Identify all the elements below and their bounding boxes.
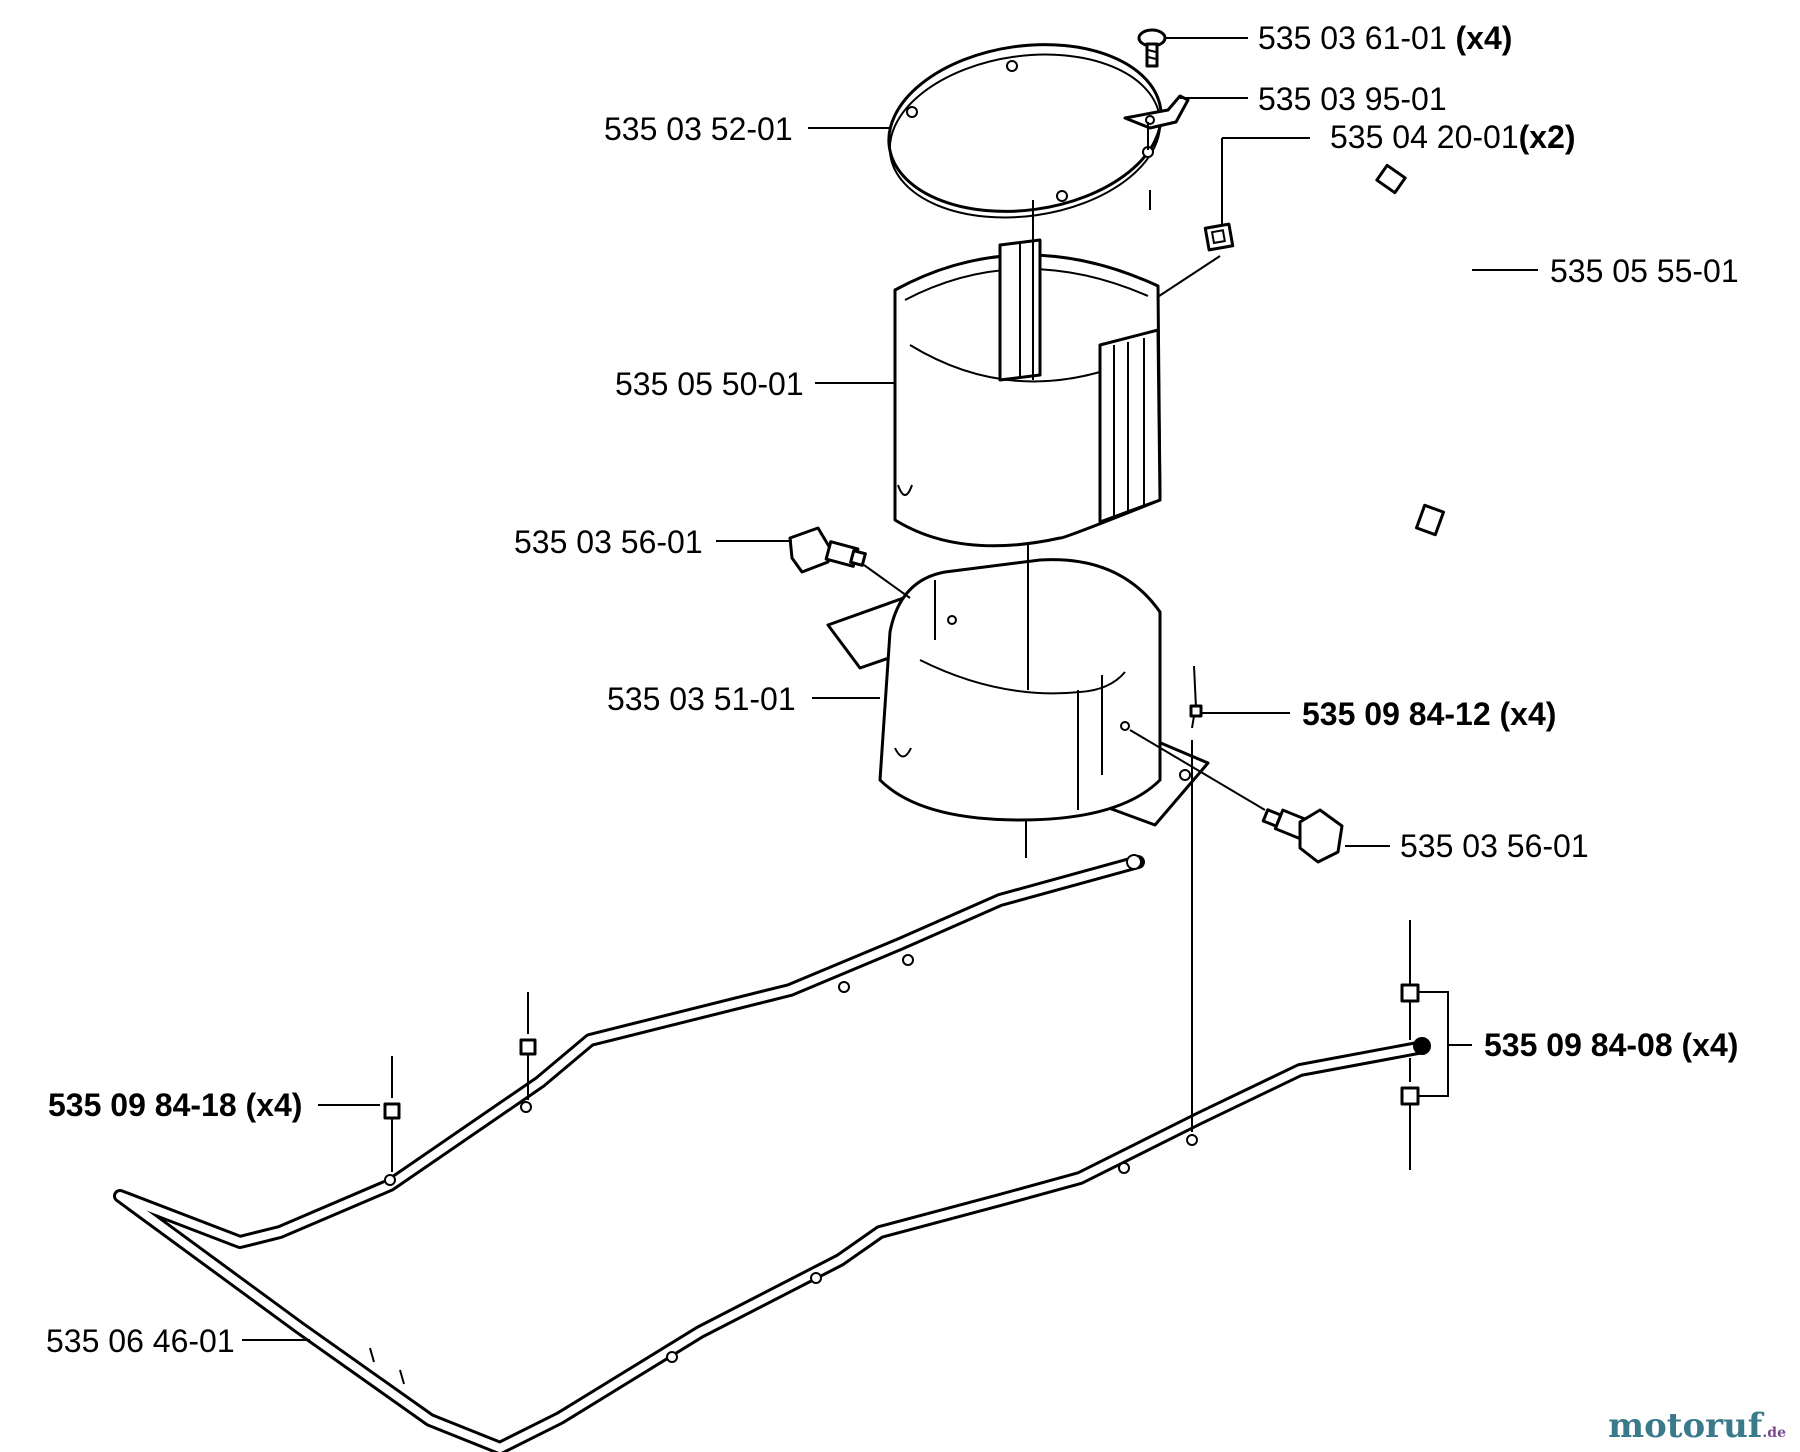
part-labels: 535 03 61-01 (x4) 535 03 95-01 535 04 20… [46, 20, 1739, 1359]
label-handle: 535 06 46-01 [46, 1323, 235, 1359]
nut-part [1149, 138, 1235, 303]
label-rivet-18: 535 09 84-18 (x4) [48, 1087, 302, 1123]
label-lid: 535 03 52-01 [604, 111, 793, 147]
label-rivet-08: 535 09 84-08 (x4) [1484, 1027, 1738, 1063]
cylinder-part [893, 200, 1162, 548]
label-bracket: 535 03 95-01 [1258, 81, 1447, 117]
label-rivet-12: 535 09 84-12 (x4) [1302, 696, 1556, 732]
rivet-12-part [1189, 665, 1203, 1132]
knob-right-part [1129, 729, 1344, 864]
label-cylinder: 535 05 50-01 [615, 366, 804, 402]
label-base: 535 03 51-01 [607, 681, 796, 717]
label-cable: 535 05 55-01 [1550, 253, 1739, 289]
watermark-logo: motoruf.de [1608, 1406, 1786, 1446]
base-part [826, 545, 1210, 858]
label-nut: 535 04 20-01(x2) [1330, 119, 1576, 155]
lid-part [887, 28, 1190, 219]
cable-part [1375, 163, 1482, 537]
rivet-18-part [383, 992, 537, 1172]
knob-left-part [788, 526, 911, 599]
label-screw-top: 535 03 61-01 (x4) [1258, 20, 1512, 56]
leader-lines [242, 37, 1538, 1341]
label-knob-left: 535 03 56-01 [514, 524, 703, 560]
label-knob-right: 535 03 56-01 [1400, 828, 1589, 864]
handle-part [113, 854, 1431, 1452]
